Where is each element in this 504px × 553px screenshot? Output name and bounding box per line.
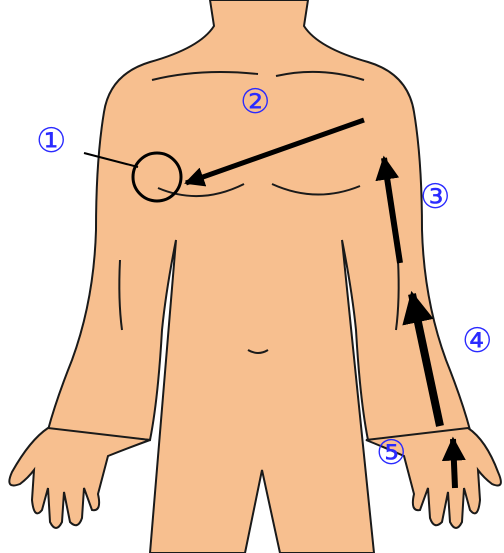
label-5: ⑤ <box>376 436 406 470</box>
label-3: ③ <box>420 180 450 214</box>
label-4: ④ <box>462 324 492 358</box>
label-1: ① <box>36 124 66 158</box>
arrow-5 <box>453 439 455 488</box>
left-hand <box>9 428 150 528</box>
label-2: ② <box>240 85 270 119</box>
